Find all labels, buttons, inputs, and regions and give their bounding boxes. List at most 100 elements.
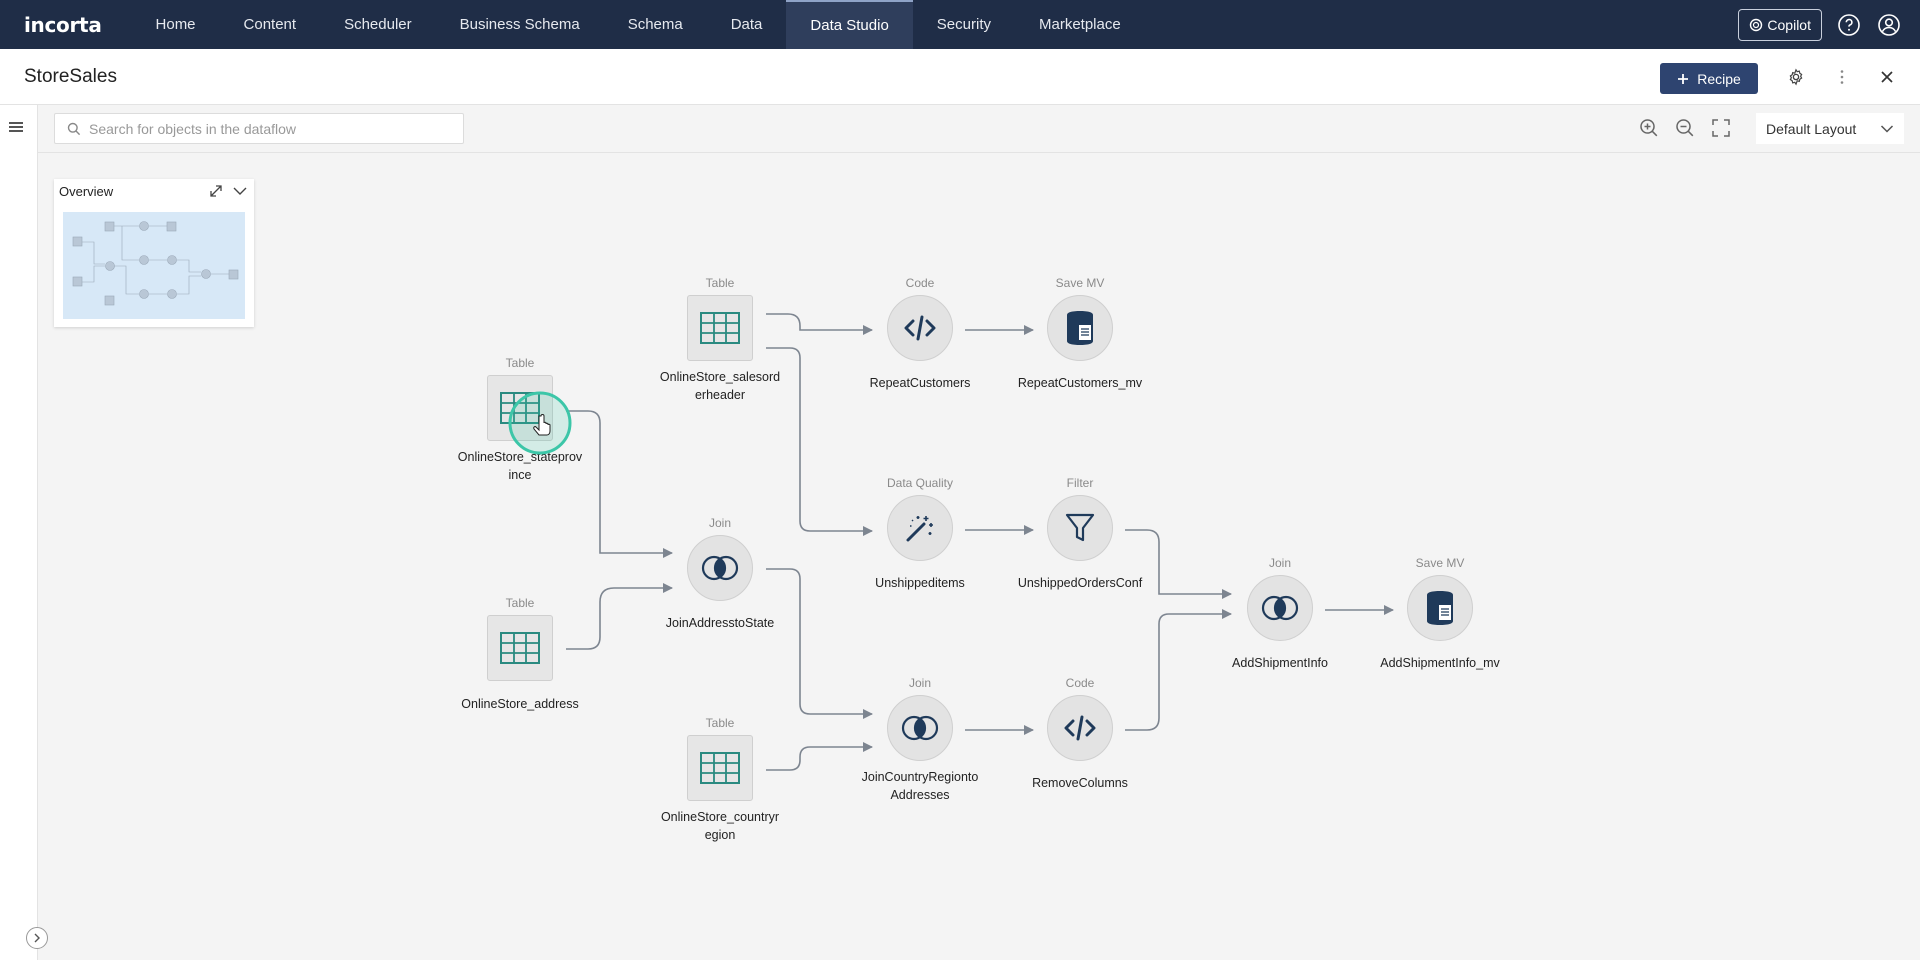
node-label: AddShipmentInfo_mv xyxy=(1380,656,1500,670)
table-icon xyxy=(500,632,540,664)
node-addshipmentinfo[interactable] xyxy=(1247,575,1313,641)
code-icon xyxy=(1064,715,1096,741)
node-type-label: Code xyxy=(905,276,935,290)
edge xyxy=(766,313,873,335)
edge xyxy=(1125,609,1232,731)
page-header: StoreSales Recipe xyxy=(0,49,1920,105)
node-label-line2: egion xyxy=(704,828,736,842)
node-removecolumns[interactable] xyxy=(1047,695,1113,761)
node-label-line2: erheader xyxy=(694,388,746,402)
node-label: RemoveColumns xyxy=(1032,776,1128,790)
copilot-button[interactable]: Copilot xyxy=(1738,8,1822,41)
layout-value: Default Layout xyxy=(1766,120,1857,137)
node-type-label: Join xyxy=(1268,556,1291,570)
chevron-right-icon xyxy=(34,933,40,943)
overview-minimap[interactable] xyxy=(63,212,245,319)
nav-security[interactable]: Security xyxy=(936,16,991,33)
settings-gear-icon[interactable] xyxy=(1784,65,1808,89)
node-repeatcustomers[interactable] xyxy=(887,295,953,361)
node-label: AddShipmentInfo xyxy=(1232,656,1328,670)
node-address[interactable] xyxy=(487,615,553,681)
expand-icon[interactable] xyxy=(208,183,224,199)
nav-scheduler[interactable]: Scheduler xyxy=(344,16,412,33)
top-navigation: incorta Home Content Scheduler Business … xyxy=(0,0,1920,49)
search-icon xyxy=(67,122,81,135)
zoom-in-icon[interactable] xyxy=(1638,117,1660,139)
overview-title: Overview xyxy=(59,184,114,199)
node-label: RepeatCustomers_mv xyxy=(1017,376,1143,390)
node-addshipmentinfo-mv[interactable] xyxy=(1407,575,1473,641)
node-label: RepeatCustomers xyxy=(869,376,971,390)
join-icon xyxy=(1261,595,1299,621)
user-avatar-icon[interactable] xyxy=(1876,12,1902,38)
node-joincountryregion[interactable] xyxy=(887,695,953,761)
node-joinaddresstostate[interactable] xyxy=(687,535,753,601)
node-unshippedordersconf[interactable] xyxy=(1047,495,1113,561)
hand-cursor-icon xyxy=(533,414,551,436)
nav-marketplace[interactable]: Marketplace xyxy=(1038,16,1121,33)
incorta-logo[interactable]: incorta xyxy=(24,12,102,37)
plus-icon xyxy=(1678,73,1689,84)
table-icon xyxy=(500,392,540,424)
node-type-label: Save MV xyxy=(1055,276,1105,290)
node-label: OnlineStore_salesord xyxy=(659,370,781,384)
expand-panel-button[interactable] xyxy=(26,927,48,949)
close-icon[interactable] xyxy=(1875,65,1899,89)
node-unshippeditems[interactable] xyxy=(887,495,953,561)
node-label: JoinAddresstoState xyxy=(665,616,775,630)
layout-dropdown[interactable]: Default Layout xyxy=(1756,113,1904,144)
node-label: UnshippedOrdersConf xyxy=(1017,576,1143,590)
more-options-icon[interactable] xyxy=(1830,65,1854,89)
node-type-label: Table xyxy=(505,596,535,610)
node-type-label: Filter xyxy=(1066,476,1094,490)
table-icon xyxy=(700,752,740,784)
copilot-label: Copilot xyxy=(1767,16,1811,33)
nav-business-schema[interactable]: Business Schema xyxy=(459,16,580,33)
node-type-label: Save MV xyxy=(1415,556,1465,570)
node-type-label: Join xyxy=(908,676,931,690)
recipe-label: Recipe xyxy=(1697,70,1741,87)
join-icon xyxy=(701,555,739,581)
node-salesorderheader[interactable] xyxy=(687,295,753,361)
data-quality-wand-icon xyxy=(906,516,933,542)
node-type-label: Data Quality xyxy=(886,476,954,490)
node-repeatcustomers-mv[interactable] xyxy=(1047,295,1113,361)
node-type-label: Join xyxy=(708,516,731,530)
page-title: StoreSales xyxy=(24,66,117,87)
node-label-line2: ince xyxy=(508,468,532,482)
nav-content[interactable]: Content xyxy=(243,16,297,33)
nav-home[interactable]: Home xyxy=(155,16,196,33)
node-countryregion[interactable] xyxy=(687,735,753,801)
chevron-down-icon[interactable] xyxy=(232,183,248,199)
node-label: JoinCountryRegionto xyxy=(861,770,979,784)
left-sidebar xyxy=(0,105,38,960)
node-type-label: Table xyxy=(505,356,535,370)
nav-data[interactable]: Data xyxy=(730,16,763,33)
nav-data-studio[interactable]: Data Studio xyxy=(786,0,913,49)
join-icon xyxy=(901,715,939,741)
zoom-out-icon[interactable] xyxy=(1674,117,1696,139)
cursor-highlight xyxy=(508,391,572,455)
edge xyxy=(766,742,873,771)
add-recipe-button[interactable]: Recipe xyxy=(1660,63,1758,94)
search-input[interactable] xyxy=(89,120,449,137)
node-label-line2: Addresses xyxy=(890,788,950,802)
node-label: OnlineStore_address xyxy=(461,697,579,711)
help-icon[interactable] xyxy=(1836,12,1862,38)
node-type-label: Code xyxy=(1065,676,1095,690)
nav-right-tools: Copilot xyxy=(1738,0,1902,49)
code-icon xyxy=(904,315,936,341)
sidebar-toggle-icon[interactable] xyxy=(8,119,28,139)
chevron-down-icon xyxy=(1880,124,1894,133)
node-label: OnlineStore_stateprov xyxy=(457,450,583,464)
filter-funnel-icon xyxy=(1065,513,1095,542)
node-type-label: Table xyxy=(705,716,735,730)
fit-to-screen-icon[interactable] xyxy=(1710,117,1732,139)
node-label: OnlineStore_countryr xyxy=(660,810,780,824)
save-mv-icon xyxy=(1427,591,1453,625)
search-box xyxy=(54,113,464,144)
copilot-icon xyxy=(1750,18,1763,31)
node-type-label: Table xyxy=(705,276,735,290)
nav-schema[interactable]: Schema xyxy=(627,16,683,33)
node-label: Unshippeditems xyxy=(875,576,965,590)
